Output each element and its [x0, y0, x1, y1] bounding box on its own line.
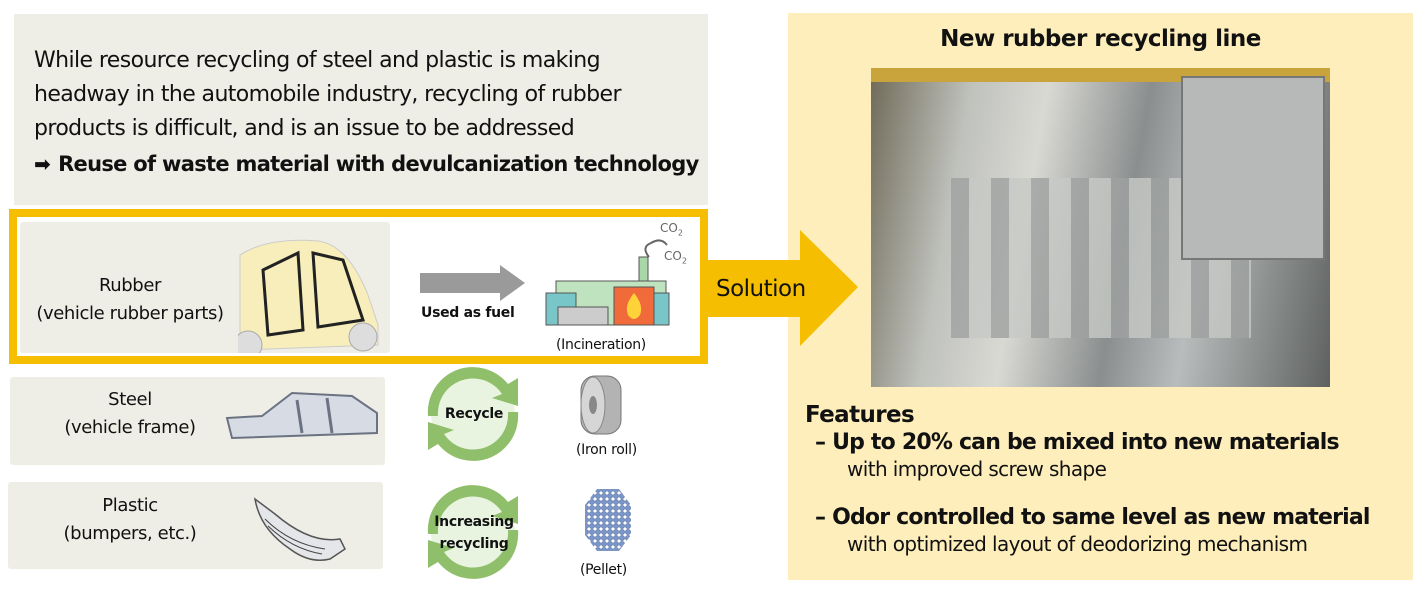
co2-label: CO2 — [660, 221, 683, 238]
car-icon — [238, 239, 379, 353]
pellet-caption: (Pellet) — [580, 562, 627, 578]
steel-label: Steel (vehicle frame) — [20, 386, 240, 442]
dash: – — [815, 430, 826, 455]
feature-detail: with improved screw shape — [847, 457, 1107, 481]
solution-label: Solution — [716, 276, 806, 302]
rubber-title: Rubber — [98, 275, 162, 296]
conclusion: ➡ Reuse of waste material with devulcaniz… — [34, 152, 699, 176]
recycle-label: Recycle — [444, 406, 504, 422]
heavy-right-arrow-icon: ➡ — [34, 152, 51, 176]
recycle-cycle-icon — [427, 367, 519, 461]
feature-title: Odor controlled to same level as new mat… — [832, 505, 1370, 530]
intro-text: While resource recycling of steel and pl… — [34, 48, 622, 141]
conclusion-text: Reuse of waste material with devulcaniza… — [58, 152, 699, 176]
co2-label: CO2 — [664, 249, 687, 266]
rubber-subtitle: (vehicle rubber parts) — [36, 303, 224, 324]
increasing-recycling-label: Increasing recycling — [412, 511, 536, 555]
increasing-recycling-cycle-icon — [427, 485, 519, 579]
bumper-icon — [253, 497, 346, 561]
feature-title: Up to 20% can be mixed into new material… — [832, 430, 1340, 455]
dash: – — [815, 505, 826, 530]
cycle-label-line: recycling — [439, 536, 509, 552]
feature-detail: with optimized layout of deodorizing mec… — [847, 532, 1308, 556]
recycling-line-title: New rubber recycling line — [940, 26, 1261, 52]
incinerator-icon — [545, 239, 670, 326]
feature-item: – Up to 20% can be mixed into new materi… — [815, 430, 1340, 481]
plastic-label: Plastic (bumpers, etc.) — [20, 492, 240, 548]
used-as-fuel-label: Used as fuel — [421, 305, 515, 321]
feature-item: – Odor controlled to same level as new m… — [815, 505, 1370, 556]
iron-roll-caption: (Iron roll) — [576, 442, 637, 458]
iron-roll-icon — [580, 375, 622, 435]
plastic-title: Plastic — [102, 495, 158, 516]
cycle-label-line: Increasing — [434, 514, 514, 530]
features-heading: Features — [805, 402, 915, 428]
incineration-caption: (Incineration) — [556, 337, 646, 353]
grey-arrow-icon — [420, 265, 525, 301]
solution-arrow-icon — [707, 230, 858, 346]
steel-title: Steel — [108, 389, 152, 410]
pellet-icon — [585, 489, 631, 551]
plastic-subtitle: (bumpers, etc.) — [63, 523, 197, 544]
vehicle-frame-icon — [225, 391, 378, 440]
recycling-line-photo — [871, 68, 1330, 387]
intro-panel — [14, 14, 708, 205]
rubber-label: Rubber (vehicle rubber parts) — [20, 272, 240, 328]
steel-subtitle: (vehicle frame) — [64, 417, 196, 438]
